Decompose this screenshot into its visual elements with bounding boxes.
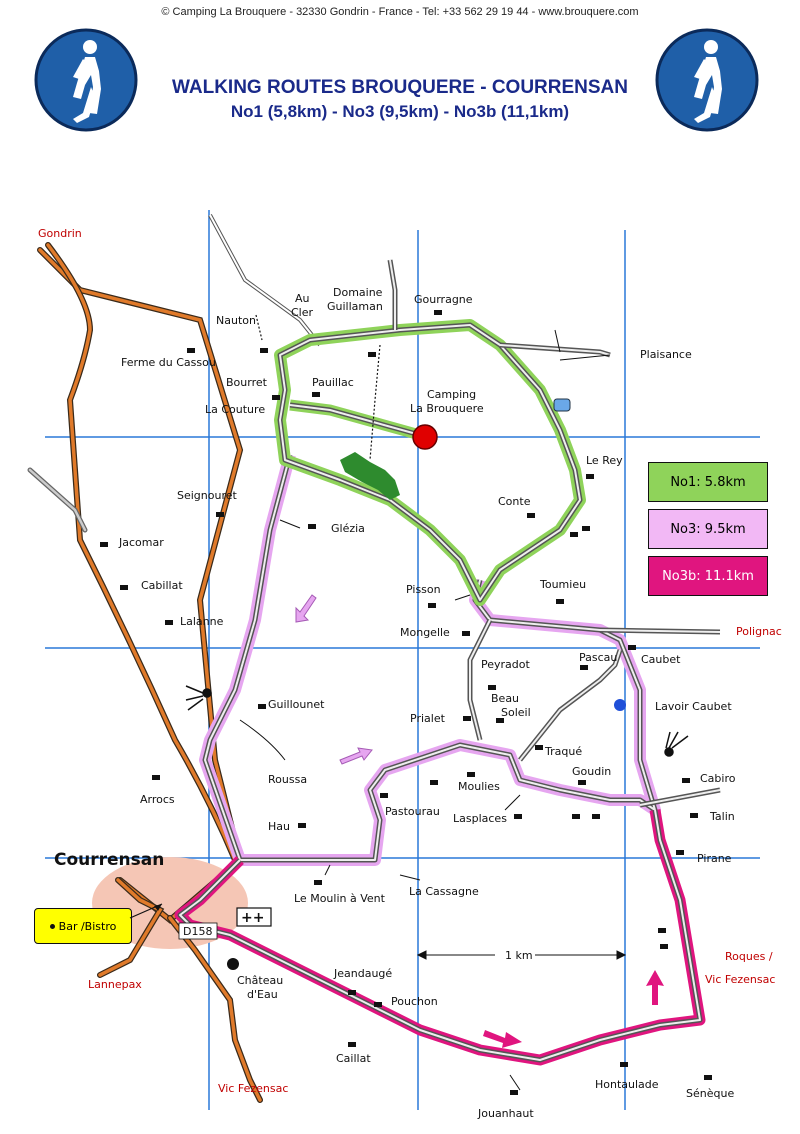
viewpoint-icon bbox=[664, 731, 689, 757]
place-moulies: Moulies bbox=[458, 780, 500, 793]
place-chateau: Château bbox=[237, 974, 283, 987]
place-toumieu: Toumieu bbox=[539, 578, 586, 591]
scale-label: 1 km bbox=[505, 949, 533, 962]
place-lavoir-caubet: Lavoir Caubet bbox=[655, 700, 732, 713]
place-roussa: Roussa bbox=[268, 773, 307, 786]
place-lannepax: Lannepax bbox=[88, 978, 142, 991]
route-no3b bbox=[174, 809, 706, 1066]
header-contact: © Camping La Brouquere - 32330 Gondrin -… bbox=[161, 6, 639, 18]
place-le-rey: Le Rey bbox=[586, 454, 623, 467]
place-deau: d'Eau bbox=[247, 988, 278, 1001]
label-pointers bbox=[239, 329, 611, 1091]
title-line-2: No1 (5,8km) - No3 (9,5km) - No3b (11,1km… bbox=[230, 102, 570, 121]
legend-no3: No3: 9.5km bbox=[648, 509, 768, 549]
bar-dot-icon bbox=[49, 923, 55, 929]
place-pisson: Pisson bbox=[406, 583, 441, 596]
place-prialet: Prialet bbox=[410, 712, 446, 725]
place-gondrin: Gondrin bbox=[38, 227, 82, 240]
place-talin: Talin bbox=[709, 810, 735, 823]
place-le-moulin-a-vent: Le Moulin à Vent bbox=[294, 892, 386, 905]
forest-patch bbox=[340, 452, 400, 500]
place-pastourau: Pastourau bbox=[385, 805, 440, 818]
place-au: Au bbox=[295, 292, 310, 305]
viewpoint-icon bbox=[185, 685, 212, 711]
direction-arrow-icon bbox=[646, 970, 664, 1005]
grey-roads bbox=[387, 259, 721, 808]
place-domaine: Domaine bbox=[333, 286, 383, 299]
legend-no1: No1: 5.8km bbox=[648, 462, 768, 502]
place-plaisance: Plaisance bbox=[640, 348, 692, 361]
place-lalanne: Lalanne bbox=[180, 615, 224, 628]
place-caillat: Caillat bbox=[336, 1052, 371, 1065]
place-hau: Hau bbox=[268, 820, 290, 833]
place-seneque: Sénèque bbox=[686, 1087, 734, 1100]
place-polignac: Polignac bbox=[736, 625, 782, 638]
place-vic-fezensac: Vic Fezensac bbox=[218, 1082, 288, 1095]
bar-pointer-arrow-icon bbox=[129, 903, 163, 919]
bar-bistro-label: Bar /Bistro bbox=[34, 908, 132, 944]
bar-bistro-text: Bar /Bistro bbox=[58, 919, 117, 933]
place-pirane: Pirane bbox=[697, 852, 732, 865]
place-cler: Cler bbox=[291, 306, 314, 319]
page-title: WALKING ROUTES BROUQUERE - COURRENSAN No… bbox=[150, 76, 650, 124]
pond-icon bbox=[553, 398, 571, 412]
place-hontaulade: Hontaulade bbox=[595, 1078, 659, 1091]
place-jouanhaut: Jouanhaut bbox=[477, 1107, 534, 1120]
place-jeandauge: Jeandaugé bbox=[333, 967, 392, 980]
main-roads bbox=[27, 242, 263, 1103]
place-pouchon: Pouchon bbox=[391, 995, 438, 1008]
place-caubet: Caubet bbox=[641, 653, 681, 666]
place-cabillat: Cabillat bbox=[141, 579, 183, 592]
footpath bbox=[369, 344, 381, 461]
place-lasplaces: Lasplaces bbox=[453, 812, 507, 825]
place-arrocs: Arrocs bbox=[140, 793, 175, 806]
camping-marker bbox=[412, 424, 438, 450]
pedestrian-sign-icon bbox=[34, 28, 138, 132]
place-glezia: Glézia bbox=[331, 522, 365, 535]
place-traque: Traqué bbox=[544, 745, 582, 758]
scale-bar bbox=[416, 950, 627, 960]
place-ferme-du-cassou: Ferme du Cassou bbox=[121, 356, 216, 369]
place-nauton: Nauton bbox=[216, 314, 256, 327]
place-gourragne: Gourragne bbox=[414, 293, 473, 306]
road-label-d158: D158 bbox=[183, 925, 212, 938]
water-tower-marker bbox=[227, 958, 239, 970]
svg-text:++: ++ bbox=[241, 910, 264, 926]
place-pauillac: Pauillac bbox=[312, 376, 354, 389]
place-goudin: Goudin bbox=[572, 765, 611, 778]
cemetery-icon bbox=[236, 907, 272, 927]
place-la-brouquere: La Brouquere bbox=[410, 402, 484, 415]
place-la-couture: La Couture bbox=[205, 403, 265, 416]
direction-arrow-icon bbox=[295, 594, 317, 623]
place-guillounet: Guillounet bbox=[268, 698, 325, 711]
direction-arrow-icon bbox=[483, 1030, 522, 1048]
place-roques-2: Vic Fezensac bbox=[705, 973, 775, 986]
direction-arrow-icon bbox=[339, 747, 373, 765]
place-cabiro: Cabiro bbox=[700, 772, 736, 785]
place-conte: Conte bbox=[498, 495, 531, 508]
place-soleil: Soleil bbox=[501, 706, 531, 719]
place-beau: Beau bbox=[491, 692, 519, 705]
pedestrian-sign-icon bbox=[655, 28, 759, 132]
legend-no3b: No3b: 11.1km bbox=[648, 556, 768, 596]
lavoir-marker bbox=[614, 699, 626, 711]
place-pascau: Pascau bbox=[579, 651, 617, 664]
place-peyradot: Peyradot bbox=[481, 658, 530, 671]
place-jacomar: Jacomar bbox=[118, 536, 164, 549]
place-guillaman: Guillaman bbox=[327, 300, 383, 313]
place-courrensan: Courrensan bbox=[54, 850, 164, 870]
place-bourret: Bourret bbox=[226, 376, 268, 389]
title-line-1: WALKING ROUTES BROUQUERE - COURRENSAN bbox=[171, 77, 628, 98]
place-seignouret: Seignouret bbox=[177, 489, 238, 502]
place-mongelle: Mongelle bbox=[400, 626, 450, 639]
place-la-cassagne: La Cassagne bbox=[409, 885, 479, 898]
place-roques-1: Roques / bbox=[725, 950, 773, 963]
route-no1 bbox=[274, 319, 586, 606]
house-markers bbox=[100, 310, 712, 1095]
place-camping: Camping bbox=[427, 388, 476, 401]
